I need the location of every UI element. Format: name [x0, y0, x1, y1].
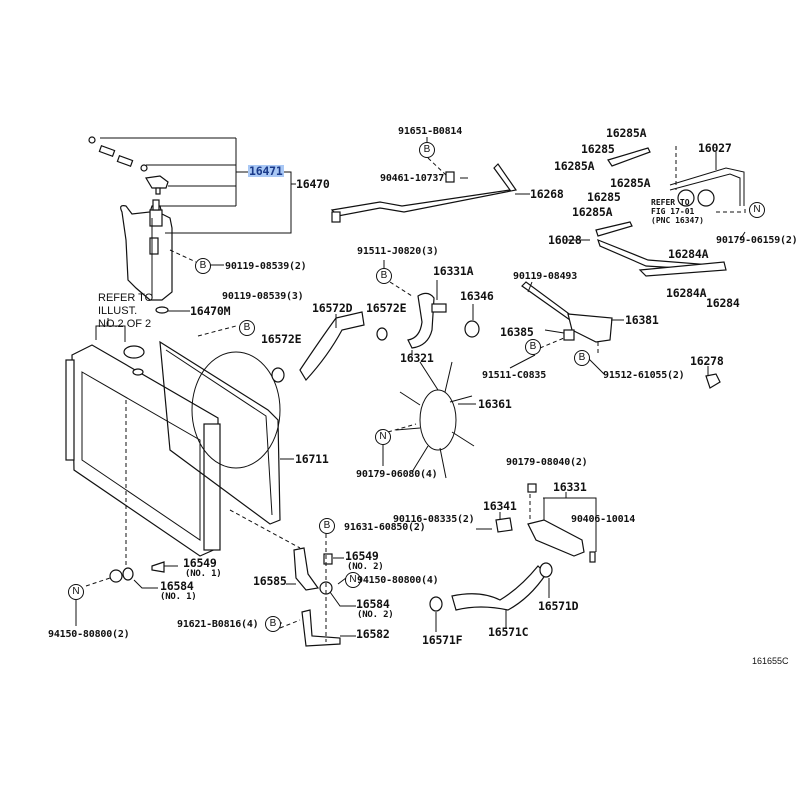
part-label-16285A[interactable]: 16285A [572, 205, 613, 219]
part-label-91511-C0835[interactable]: 91511-C0835 [482, 370, 547, 381]
part-label-90119-08539-2[interactable]: 90119-08539(2) [225, 261, 307, 272]
part-label-16268[interactable]: 16268 [530, 187, 564, 201]
part-label-91651-B0814[interactable]: 91651-B0814 [398, 126, 463, 137]
part-label-90116-08335[interactable]: 90116-08335(2) [393, 514, 475, 525]
refer-illust-note: REFER TO ILLUST. NO.2 OF 2 [98, 292, 154, 330]
bolt-symbol: B [419, 142, 435, 158]
part-label-16285[interactable]: 16285 [587, 190, 621, 204]
part-label-16385[interactable]: 16385 [500, 325, 534, 339]
part-label-90461-10737[interactable]: 90461-10737 [380, 173, 445, 184]
nut-symbol: N [68, 584, 84, 600]
nut-symbol: N [749, 202, 765, 218]
cooling-fan [395, 361, 475, 479]
part-label-16381[interactable]: 16381 [625, 313, 659, 327]
fan-shroud [159, 340, 281, 525]
part-label-16572D[interactable]: 16572D [312, 301, 353, 315]
part-label-16284A[interactable]: 16284A [666, 286, 707, 300]
part-label-16284[interactable]: 16284 [706, 296, 740, 310]
part-label-16549-no1: (NO. 1) [185, 569, 222, 579]
part-label-16711[interactable]: 16711 [295, 452, 329, 466]
part-label-16027[interactable]: 16027 [698, 141, 732, 155]
part-label-16572E[interactable]: 16572E [261, 332, 302, 346]
refer-fig-note: REFER TO FIG 17-01 (PNC 16347) [651, 198, 704, 225]
reservoir-tank [120, 199, 173, 301]
part-label-90179-06159[interactable]: 90179-06159(2) [716, 235, 798, 246]
bolt-symbol: B [525, 339, 541, 355]
part-label-91511-J0820[interactable]: 91511-J0820(3) [357, 246, 439, 257]
part-label-16571F[interactable]: 16571F [422, 633, 463, 647]
bolt-symbol: B [319, 518, 335, 534]
part-label-90119-08493[interactable]: 90119-08493 [513, 271, 578, 282]
part-label-16585[interactable]: 16585 [253, 574, 287, 588]
part-label-16571D[interactable]: 16571D [538, 599, 579, 613]
part-label-16584[interactable]: 16584 [160, 579, 194, 593]
bolt-symbol: B [195, 258, 211, 274]
part-label-16341[interactable]: 16341 [483, 499, 517, 513]
nut-symbol: N [375, 429, 391, 445]
part-label-91621-B0816[interactable]: 91621-B0816(4) [177, 619, 259, 630]
bolt-symbol: B [239, 320, 255, 336]
part-label-16572E[interactable]: 16572E [366, 301, 407, 315]
part-label-16361[interactable]: 16361 [478, 397, 512, 411]
part-label-90179-06080[interactable]: 90179-06080(4) [356, 469, 438, 480]
part-label-16549-no2: (NO. 2) [347, 562, 384, 572]
part-label-16584-no2: (NO. 2) [357, 610, 394, 620]
part-label-16470[interactable]: 16470 [296, 177, 330, 191]
part-label-16331A[interactable]: 16331A [433, 264, 474, 278]
part-label-16284A[interactable]: 16284A [668, 247, 709, 261]
reservoir-hoses [88, 136, 169, 195]
part-label-91512-61055[interactable]: 91512-61055(2) [603, 370, 685, 381]
part-label-16285A[interactable]: 16285A [554, 159, 595, 173]
bolt-symbol: B [376, 268, 392, 284]
part-label-90406-10014[interactable]: 90406-10014 [571, 514, 636, 525]
part-label-16028[interactable]: 16028 [548, 233, 582, 247]
part-label-16346[interactable]: 16346 [460, 289, 494, 303]
part-label-16584[interactable]: 16584 [356, 597, 390, 611]
part-label-16571C[interactable]: 16571C [488, 625, 529, 639]
part-label-16285[interactable]: 16285 [581, 142, 615, 156]
part-label-16278[interactable]: 16278 [690, 354, 724, 368]
part-label-16549[interactable]: 16549 [183, 556, 217, 570]
part-label-16331[interactable]: 16331 [553, 480, 587, 494]
part-label-16549[interactable]: 16549 [345, 549, 379, 563]
part-label-94150-80800-2[interactable]: 94150-80800(2) [48, 629, 130, 640]
part-label-16470M[interactable]: 16470M [190, 304, 231, 318]
part-label-16471[interactable]: 16471 [248, 164, 284, 178]
nut-symbol: N [345, 572, 361, 588]
part-label-16584-no1: (NO. 1) [160, 592, 197, 602]
part-label-16285A[interactable]: 16285A [610, 176, 651, 190]
part-label-16582[interactable]: 16582 [356, 627, 390, 641]
part-label-91631-60850[interactable]: 91631-60850(2) [344, 522, 426, 533]
part-label-94150-80800-4[interactable]: 94150-80800(4) [357, 575, 439, 586]
part-label-16321[interactable]: 16321 [400, 351, 434, 365]
bolt-symbol: B [265, 616, 281, 632]
part-label-16285A[interactable]: 16285A [606, 126, 647, 140]
part-label-90119-08539-3[interactable]: 90119-08539(3) [222, 291, 304, 302]
figure-id: 161655C [752, 656, 789, 666]
bolt-symbol: B [574, 350, 590, 366]
part-label-90179-08040[interactable]: 90179-08040(2) [506, 457, 588, 468]
